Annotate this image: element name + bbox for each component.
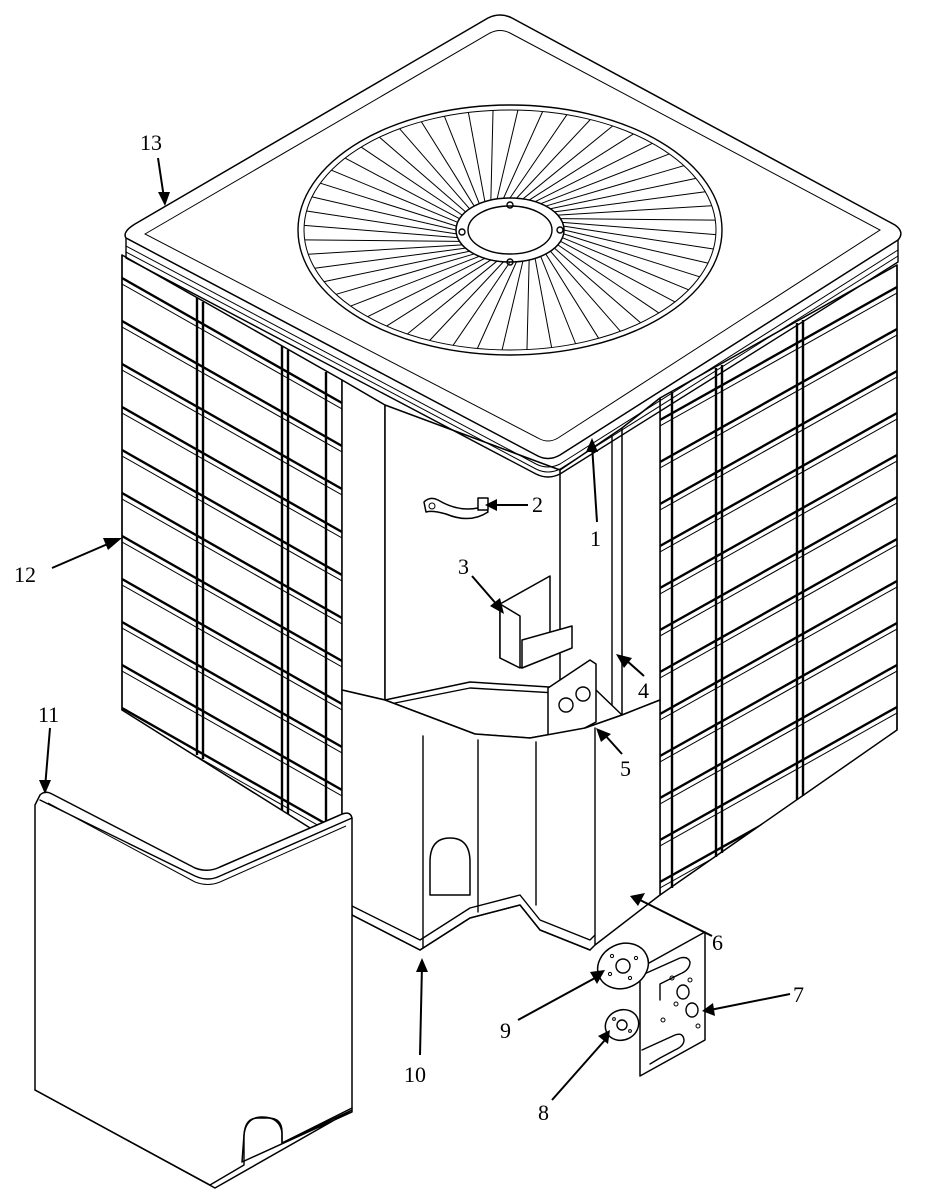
- callout-5: 5: [620, 756, 631, 781]
- control-box: [499, 575, 573, 669]
- capacitor-bracket: [423, 497, 489, 520]
- callout-4: 4: [638, 678, 649, 703]
- callout-11: 11: [38, 702, 59, 727]
- callout-13: 13: [140, 130, 162, 155]
- callout-6: 6: [712, 930, 723, 955]
- left-coil-guard: [121, 254, 343, 849]
- callout-12: 12: [14, 562, 36, 587]
- valve-cover-plate: [639, 931, 706, 1077]
- callout-labels: 13 12 11 2 1 3 4 5 6 7 9 8 10: [14, 130, 804, 1125]
- callout-1: 1: [590, 526, 601, 551]
- service-access-panel: [34, 791, 353, 1189]
- callout-8: 8: [538, 1100, 549, 1125]
- gasket-small: [604, 1008, 640, 1042]
- callout-3: 3: [458, 554, 469, 579]
- callout-10: 10: [404, 1062, 426, 1087]
- callout-7: 7: [793, 982, 804, 1007]
- callout-2: 2: [532, 492, 543, 517]
- gasket-large: [596, 942, 650, 990]
- callout-9: 9: [500, 1018, 511, 1043]
- right-coil-guard: [659, 264, 898, 896]
- fan-grille: [297, 104, 723, 356]
- leader-lines: [39, 157, 791, 1101]
